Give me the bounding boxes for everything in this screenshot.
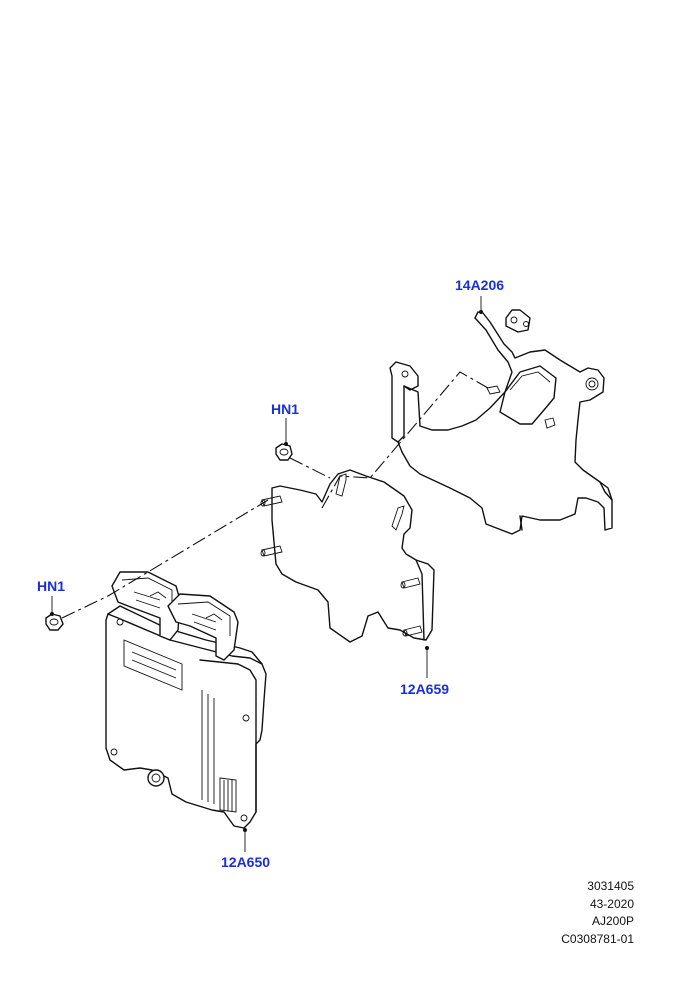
- reference-line-1: 3031405: [587, 879, 634, 893]
- leader-bracket-lower: [425, 646, 429, 678]
- assembly-line-lower-nut: [61, 499, 269, 619]
- leader-bracket-upper: [479, 296, 483, 314]
- nut-lower: [45, 613, 64, 631]
- lower-mounting-bracket: [260, 469, 435, 643]
- reference-line-2: 43-2020: [589, 896, 634, 911]
- reference-line-3: AJ200P: [591, 914, 634, 928]
- assembly-line-bracket: [321, 371, 489, 509]
- callout-HN1-upper: HN1: [271, 401, 300, 417]
- callout-12A650: 12A650: [221, 854, 271, 870]
- assembly-line-upper-nut: [289, 457, 331, 479]
- leader-nut-lower: [50, 596, 54, 616]
- nut-upper: [275, 443, 293, 461]
- callout-12A659: 12A659: [400, 681, 450, 697]
- upper-mounting-bracket: [389, 309, 613, 535]
- leader-module: [243, 828, 247, 852]
- callout-14A206: 14A206: [455, 277, 505, 293]
- reference-block: 3031405 43-2020 AJ200P C0308781-01: [561, 878, 634, 948]
- callout-HN1-lower: HN1: [37, 578, 66, 594]
- leader-nut-upper: [284, 418, 288, 446]
- reference-line-4: C0308781-01: [561, 931, 634, 946]
- engine-control-module: [105, 571, 267, 829]
